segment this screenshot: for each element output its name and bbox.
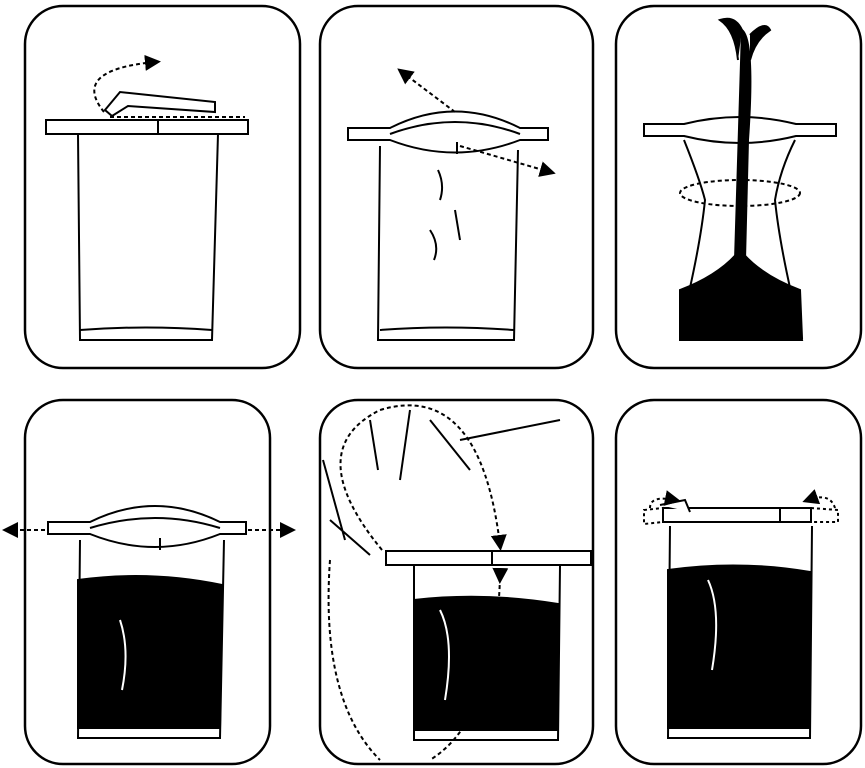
panel-step-1 (23, 4, 302, 370)
fold-tabs-icon (643, 489, 839, 739)
panel-step-6 (614, 398, 863, 766)
panel-step-3 (614, 4, 863, 370)
tear-open-strip-icon (45, 54, 249, 341)
panel-step-5 (318, 398, 595, 766)
fold-top-down-icon (322, 404, 592, 761)
pull-open-bag-icon (347, 68, 556, 341)
pull-sides-closed-icon (2, 505, 296, 739)
panel-step-2 (318, 4, 595, 370)
panel-step-4 (23, 398, 272, 766)
pour-liquid-icon (643, 17, 837, 341)
